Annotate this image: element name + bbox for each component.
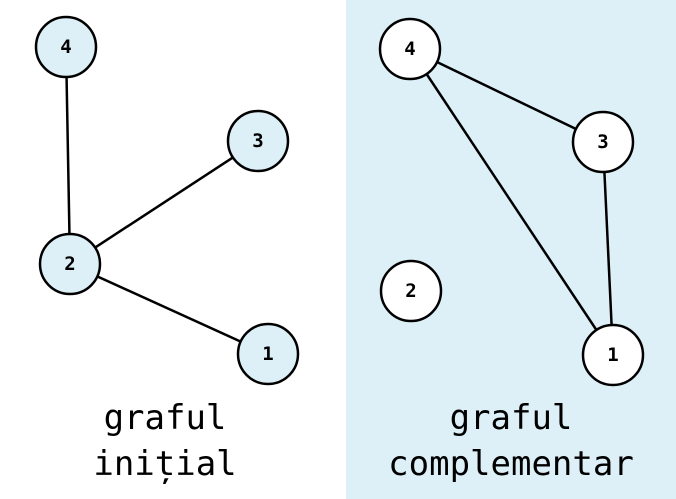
complement-node-label-4: 4: [404, 38, 415, 60]
initial-node-1: 1: [236, 322, 300, 386]
initial-node-circle-1: [236, 322, 300, 386]
initial-node-label-2: 2: [64, 253, 75, 275]
initial-graph-caption-line2: inițial: [93, 444, 236, 484]
complement-graph-caption-line2: complementar: [388, 444, 634, 484]
initial-node-4: 4: [34, 15, 98, 79]
complement-graph-caption-line1: graful: [450, 398, 573, 438]
complement-node-label-2: 2: [405, 280, 416, 302]
initial-node-label-4: 4: [60, 36, 71, 58]
initial-graph-edges: [64, 46, 269, 356]
initial-edge-4-2: [64, 46, 72, 265]
complement-node-1: 1: [581, 323, 645, 387]
complement-graph: 4 3 2 1 graful complementar: [378, 17, 645, 484]
complement-edge-4-1: [408, 48, 615, 356]
initial-node-circle-2: [38, 232, 102, 296]
complement-edge-3-1: [601, 141, 615, 356]
complement-node-label-1: 1: [607, 344, 618, 366]
initial-node-label-1: 1: [262, 343, 273, 365]
initial-node-label-3: 3: [252, 130, 263, 152]
complement-panel-background: [346, 0, 676, 499]
complement-graph-edges: [408, 47, 615, 356]
complement-node-circle-3: [571, 110, 635, 174]
initial-graph: 4 3 2 1 graful inițial: [34, 15, 300, 484]
initial-node-circle-3: [226, 109, 290, 173]
initial-edge-2-3: [69, 139, 259, 266]
initial-edge-2-1: [69, 262, 269, 356]
initial-graph-nodes: 4 3 2 1: [34, 15, 300, 386]
complement-node-4: 4: [378, 17, 442, 81]
complement-node-label-3: 3: [597, 131, 608, 153]
initial-node-circle-4: [34, 15, 98, 79]
complement-node-3: 3: [571, 110, 635, 174]
complement-node-circle-4: [378, 17, 442, 81]
complement-graph-nodes: 4 3 2 1: [378, 17, 645, 387]
complement-edge-4-3: [409, 47, 604, 144]
initial-node-2: 2: [38, 232, 102, 296]
initial-graph-caption-line1: graful: [104, 398, 227, 438]
complement-node-circle-2: [379, 259, 443, 323]
complement-node-circle-1: [581, 323, 645, 387]
complement-node-2: 2: [379, 259, 443, 323]
initial-node-3: 3: [226, 109, 290, 173]
